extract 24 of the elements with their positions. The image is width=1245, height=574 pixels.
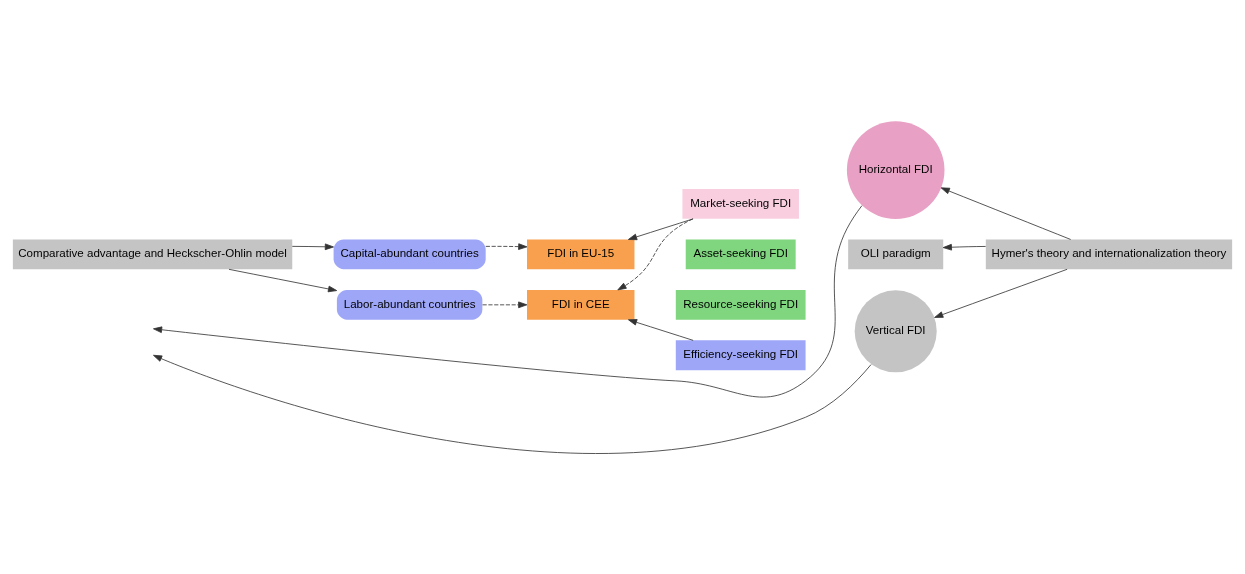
arrow [942,243,987,251]
node-box: Hymer's theory and internationalization theory [985,239,1233,269]
arrow [153,354,872,454]
node-box: OLI paradigm [848,239,944,269]
arrow [617,217,694,290]
arrow [228,268,338,292]
arrow [153,204,863,397]
arrow [291,243,334,250]
node-box: Comparative advantage and Heckscher-Ohlin model [12,239,293,269]
node-box: FDI in EU-15 [527,239,635,269]
node-box: Market-seeking FDI [682,188,799,219]
node-box: Efficiency-seeking FDI [675,339,806,370]
node-box: Labor-abundant countries [336,289,483,320]
node-circle: Vertical FDI [854,289,937,372]
arrow [485,242,528,250]
node-box: FDI in CEE [527,289,635,320]
node-box: Resource-seeking FDI [675,289,806,320]
node-box: Capital-abundant countries [333,239,486,269]
arrow [934,268,1068,318]
node-circle: Horizontal FDI [846,120,945,219]
arrow [628,318,694,341]
arrow [482,301,528,308]
arrow [940,186,1072,240]
node-box: Asset-seeking FDI [685,239,796,269]
